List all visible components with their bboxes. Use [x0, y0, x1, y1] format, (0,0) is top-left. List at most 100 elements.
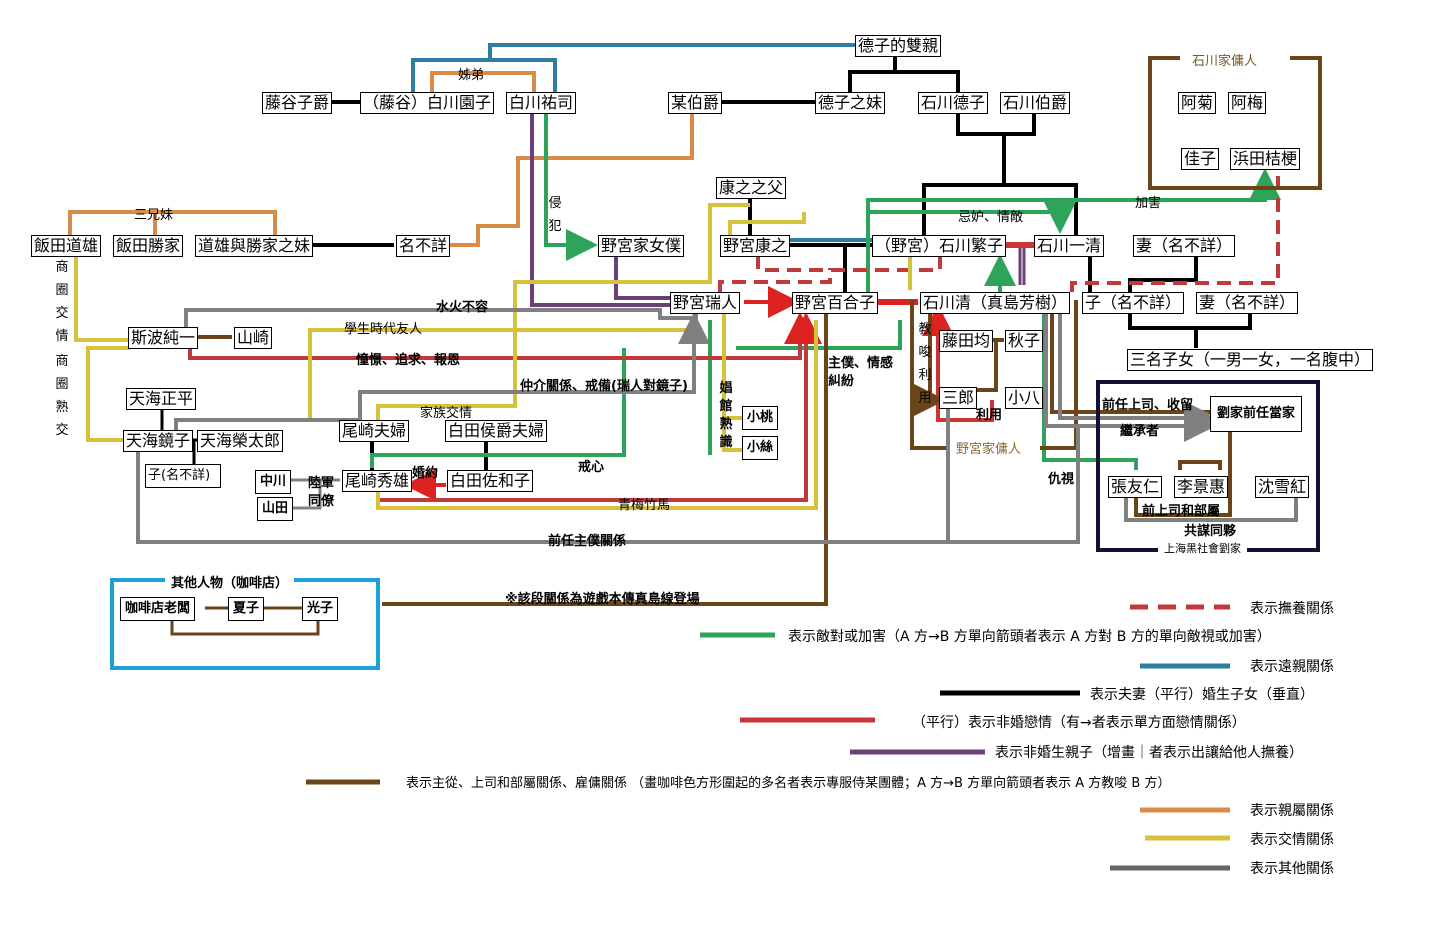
node-tokushi-parents[interactable]: 德子的雙親 [855, 35, 942, 57]
link-adoption-hamada [1070, 176, 1280, 292]
node-shen-xuehong[interactable]: 沈雪紅 [1255, 476, 1310, 498]
node-amami-kyoko[interactable]: 天海鏡子 [123, 430, 194, 452]
node-zhang-youren[interactable]: 張友仁 [1108, 476, 1163, 498]
node-ozaki-hideo[interactable]: 尾崎秀雄 [342, 470, 413, 492]
node-tokushi-sister[interactable]: 德子之妹 [815, 92, 886, 114]
link-tokushi-parents [848, 55, 960, 92]
cafe-group-border [110, 578, 380, 670]
node-unnamed[interactable]: 名不詳 [396, 235, 451, 257]
label-former-boss: 前任上司、收留 [1102, 398, 1194, 413]
node-amami-shohei[interactable]: 天海正平 [126, 388, 197, 410]
node-cafe-owner[interactable]: 咖啡店老闆 [120, 597, 196, 621]
node-some-count[interactable]: 某伯爵 [668, 92, 723, 114]
link-instigate [914, 312, 946, 416]
node-liu-former-head[interactable]: 劉家前任當家 [1210, 396, 1303, 432]
label-incompatible: 水火不容 [436, 300, 489, 315]
node-nomiya-yuriko[interactable]: 野宮百合子 [792, 292, 879, 314]
label-business-friend: 商圈交情 [55, 260, 69, 344]
node-ishikawa-kiyoshi[interactable]: 石川清（真島芳樹） [920, 292, 1071, 314]
node-fujiya-viscount[interactable]: 藤谷子爵 [262, 92, 333, 114]
node-wife-2[interactable]: 妻（名不詳） [1196, 292, 1299, 314]
node-a-ju[interactable]: 阿菊 [1178, 92, 1217, 114]
link-illegitimate-ishikawa [1018, 245, 1026, 285]
link-master-feel [736, 320, 902, 350]
group-nomiya-servants-title: 野宮家傭人 [950, 438, 1028, 457]
node-shirata-couple[interactable]: 白田侯爵夫婦 [445, 420, 548, 442]
node-mitsuko[interactable]: 光子 [302, 597, 339, 621]
node-akiko[interactable]: 秋子 [1005, 330, 1044, 352]
node-shirakawa-yuji[interactable]: 白川祐司 [506, 92, 577, 114]
node-nomiya-yasuyuki[interactable]: 野宮康之 [720, 235, 791, 257]
node-a-mei[interactable]: 阿梅 [1228, 92, 1267, 114]
link-master-servant [382, 312, 828, 606]
link-boss-sub [1134, 430, 1232, 517]
label-engagement: 婚約 [412, 466, 439, 481]
node-yamada[interactable]: 山田 [257, 497, 294, 521]
node-wife-1[interactable]: 妻（名不詳） [1133, 235, 1236, 257]
node-nomiya-maid[interactable]: 野宮家女僕 [598, 235, 685, 257]
node-shirata-sawako[interactable]: 白田佐和子 [447, 470, 534, 492]
node-hamada-kikyo[interactable]: 浜田桔梗 [1230, 148, 1301, 170]
label-use: 利用 [976, 408, 1003, 423]
label-brothel: 娼館熟識 [719, 381, 733, 450]
node-fujita-hitoshi[interactable]: 藤田均 [939, 330, 994, 352]
legend-hostility: 表示敵對或加害（A 方→B 方單向箭頭者表示 A 方對 B 方的單向敵視或加害） [788, 629, 1271, 645]
legend-illegitimate: 表示非婚生親子（增畫｜者表示出讓給他人撫養） [995, 745, 1303, 761]
node-saburo[interactable]: 三郎 [939, 387, 978, 409]
node-yamazaki[interactable]: 山崎 [234, 327, 273, 349]
node-keiko[interactable]: 佳子 [1181, 148, 1220, 170]
link-army [290, 478, 340, 510]
node-amami-eitaro[interactable]: 天海榮太郎 [197, 430, 284, 452]
node-son-unnamed[interactable]: 子（名不詳） [1082, 292, 1185, 314]
label-conspirators: 共謀同夥 [1184, 524, 1237, 539]
node-nomiya-mizuto[interactable]: 野宮瑞人 [670, 292, 741, 314]
label-successor: 繼承者 [1120, 424, 1160, 439]
node-ishikawa-count[interactable]: 石川伯爵 [1000, 92, 1071, 114]
label-former-boss-sub: 前上司和部屬 [1142, 504, 1221, 519]
link-yasuyuki-friend [728, 212, 806, 236]
node-child-unnamed[interactable]: 子(名不詳) [145, 464, 221, 488]
node-michio-sister[interactable]: 道雄與勝家之妹 [195, 235, 314, 257]
node-kohachi[interactable]: 小八 [1005, 387, 1044, 409]
link-adoption-mizuto [718, 268, 832, 292]
node-shirakawa-sonoko[interactable]: （藤谷）白川園子 [360, 92, 495, 114]
label-story-note: ※該段關係為遊戲本傳真島線登場 [505, 592, 700, 607]
link-former-master [136, 428, 1080, 544]
node-iida-michio[interactable]: 飯田道雄 [31, 235, 102, 257]
label-former-master: 前任主僕關係 [548, 534, 627, 549]
label-childhood: 青梅竹馬 [618, 498, 671, 513]
label-jealousy: 忌妒、情敵 [958, 210, 1024, 225]
node-nakagawa[interactable]: 中川 [255, 470, 292, 494]
node-koito[interactable]: 小絲 [742, 436, 779, 460]
node-ozaki-couple[interactable]: 尾崎夫婦 [339, 420, 410, 442]
node-shiba-junichi[interactable]: 斯波純一 [128, 327, 199, 349]
node-komomo[interactable]: 小桃 [742, 406, 779, 430]
link-conspire [1124, 496, 1298, 522]
link-successor [1044, 312, 1216, 442]
group-ishikawa-servants-title: 石川家傭人 [1186, 50, 1264, 69]
label-instigate: 教唆利用 [918, 322, 932, 406]
node-yasuyuki-father[interactable]: 康之之父 [716, 177, 787, 199]
node-ishikawa-tokushi[interactable]: 石川德子 [918, 92, 989, 114]
legend-romance: （平行）表示非婚戀情（有→者表示單方面戀情關係） [912, 715, 1246, 731]
link-family-friend [376, 203, 750, 420]
link-former-boss [1050, 312, 1210, 414]
label-siblings: 姊弟 [458, 68, 485, 83]
node-li-jinghui[interactable]: 李景惠 [1174, 476, 1229, 498]
label-business-acq: 商圈熟交 [55, 354, 69, 438]
link-adoption-shigeko [756, 255, 942, 272]
legend-other: 表示其他關係 [1250, 861, 1334, 877]
label-school-friend: 學生時代友人 [344, 322, 423, 337]
link-violation [544, 112, 598, 261]
legend-distant-kin: 表示遠親關係 [1250, 659, 1334, 675]
node-ishikawa-kazukiyo[interactable]: 石川一清 [1034, 235, 1105, 257]
node-three-children[interactable]: 三名子女（一男一女，一名腹中） [1127, 349, 1374, 371]
node-natsuko[interactable]: 夏子 [228, 597, 265, 621]
link-use [922, 304, 994, 422]
node-iida-katsuie[interactable]: 飯田勝家 [113, 235, 184, 257]
link-mediator [174, 312, 710, 436]
node-ishikawa-shigeko[interactable]: （野宮）石川繁子 [872, 235, 1007, 257]
link-business-friend [74, 255, 130, 342]
